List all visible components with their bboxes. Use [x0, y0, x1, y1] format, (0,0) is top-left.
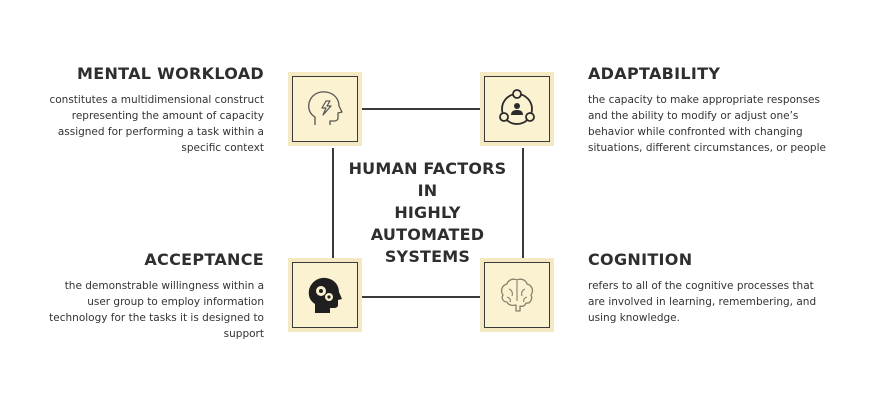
center-title-line-4: SYSTEMS [384, 247, 471, 266]
cognition-description: refers to all of the cognitive processes… [588, 280, 817, 324]
mental-workload-description: constitutes a multidimensional construct… [49, 94, 264, 154]
adaptability-cycle-icon [499, 89, 535, 125]
adaptability-title: ADAPTABILITY [588, 64, 721, 83]
brain-icon [500, 278, 534, 312]
acceptance-box [288, 258, 362, 332]
acceptance-description: the demonstrable willingness within a us… [49, 280, 264, 340]
connector-top [328, 108, 490, 110]
center-title-line-3: HIGHLY AUTOMATED [370, 203, 485, 244]
mental-workload-title: MENTAL WORKLOAD [77, 64, 264, 83]
connector-right [522, 148, 524, 260]
acceptance-icon-frame [292, 262, 358, 328]
head-lightning-icon [308, 91, 343, 125]
cognition-icon-frame [484, 262, 550, 328]
adaptability-icon-frame [484, 76, 550, 142]
acceptance-title: ACCEPTANCE [144, 250, 264, 269]
connector-bottom [328, 296, 490, 298]
cognition-box [480, 258, 554, 332]
head-gears-icon [308, 277, 342, 313]
adaptability-description: the capacity to make appropriate respons… [588, 94, 826, 154]
center-title-line-1: HUMAN FACTORS [348, 159, 507, 178]
mental-workload-icon-frame [292, 76, 358, 142]
mental-workload-box [288, 72, 362, 146]
center-title: HUMAN FACTORS IN HIGHLY AUTOMATED SYSTEM… [345, 158, 510, 268]
center-title-line-2: IN [417, 181, 438, 200]
adaptability-box [480, 72, 554, 146]
cognition-title: COGNITION [588, 250, 693, 269]
connector-left [332, 148, 334, 260]
